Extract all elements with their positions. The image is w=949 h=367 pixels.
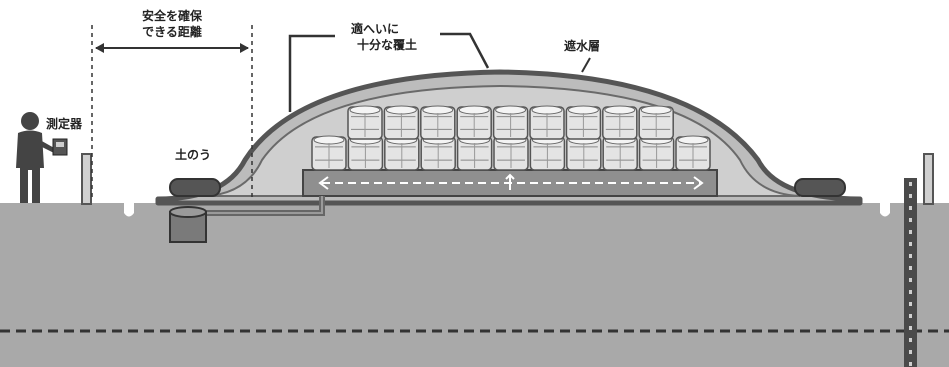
cover-soil-leader-right [440, 32, 490, 69]
bag-roll-icon [347, 105, 383, 140]
cover-soil-leader [288, 34, 335, 112]
bag-roll-icon [420, 135, 456, 171]
waterproof-layer-label: 遮水層 [564, 38, 600, 53]
waterproof-leader [581, 57, 591, 73]
ground-notch-right [880, 203, 890, 217]
bag-roll-icon [311, 135, 347, 171]
bag-roll-icon [529, 105, 565, 140]
ground-notch-left [124, 203, 134, 217]
ruler-post-right-icon [923, 153, 934, 205]
monitoring-well [904, 178, 917, 367]
safe-distance-label-line1: 安全を確保 [142, 8, 203, 23]
bag-roll-icon [602, 135, 638, 171]
safe-distance-arrow-right-icon [240, 43, 249, 53]
safe-distance-label-line2: できる距離 [142, 24, 202, 39]
water-tank-icon [169, 206, 207, 243]
drain-arrow-up-icon [505, 173, 515, 190]
bag-stack [311, 105, 711, 171]
drain-arrow-right-icon [693, 176, 704, 190]
sandbag-right-icon [794, 178, 846, 197]
cover-soil-label-line2: 十分な覆土 [357, 37, 417, 52]
bag-roll-icon [456, 105, 492, 140]
bag-roll-icon [493, 135, 529, 171]
safe-distance-arrow-left-icon [95, 43, 104, 53]
bag-roll-icon [529, 135, 566, 171]
ground [0, 203, 949, 367]
bag-roll-icon [602, 105, 638, 140]
bag-roll-icon [347, 135, 384, 171]
sandbag-label: 土のう [175, 147, 211, 162]
bag-roll-icon [492, 105, 529, 140]
drain-arrow-left-icon [318, 176, 329, 190]
bag-roll-icon [638, 135, 675, 171]
ruler-post-icon [81, 153, 92, 205]
meter-label: 測定器 [46, 116, 83, 131]
sandbag-icon [169, 178, 221, 197]
bag-roll-icon [420, 105, 456, 140]
person-with-meter-icon [16, 112, 68, 203]
bag-roll-icon [456, 135, 493, 171]
bag-roll-icon [638, 105, 674, 140]
bag-roll-icon [675, 135, 711, 171]
bag-roll-icon [383, 105, 420, 140]
bag-roll-icon [384, 135, 420, 171]
cover-soil-label-line1: 適へいに [351, 21, 399, 36]
bag-roll-icon [565, 105, 602, 140]
bag-roll-icon [566, 135, 602, 171]
